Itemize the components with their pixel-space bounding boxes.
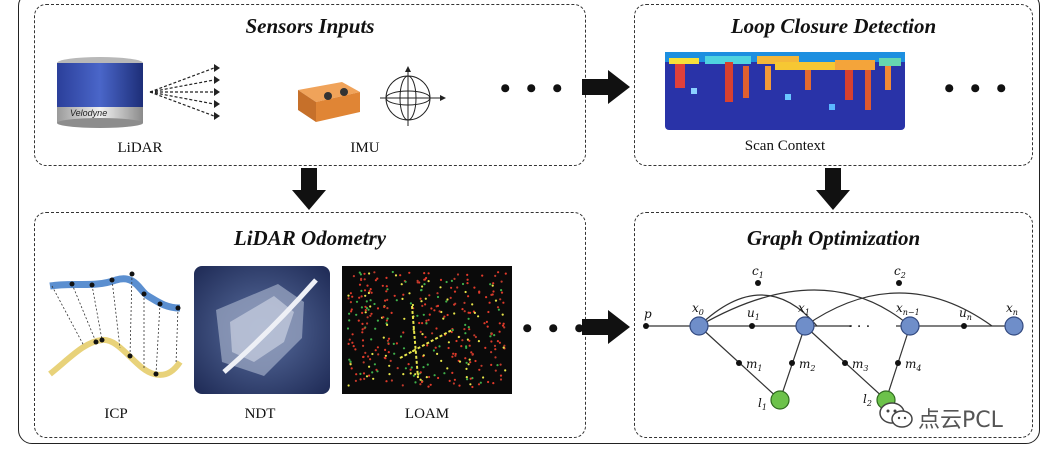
odometry-ellipsis: • • • — [522, 312, 589, 345]
factor-u1 — [749, 323, 755, 329]
arrow-down-left-icon — [292, 168, 326, 210]
label-m3: m3 — [852, 357, 868, 373]
label-un: un — [959, 306, 972, 322]
factor-m1 — [736, 360, 742, 366]
sensors-ellipsis: • • • — [500, 72, 567, 105]
odometry-title: LiDAR Odometry — [233, 226, 387, 250]
loop-ellipsis: • • • — [944, 72, 1011, 105]
factor-m4 — [895, 360, 901, 366]
lidar-sensor-icon — [57, 57, 143, 128]
label-x0: x0 — [692, 301, 704, 317]
arrow-down-right-icon — [816, 168, 850, 210]
label-xn-1: xn−1 — [896, 301, 920, 317]
label-c2: c2 — [894, 264, 906, 280]
imu-label: IMU — [350, 140, 380, 156]
factor-m2 — [789, 360, 795, 366]
factor-un — [961, 323, 967, 329]
chain-ellipsis: · · · — [848, 319, 870, 335]
label-xn: xn — [1006, 301, 1018, 317]
loop-closure-title: Loop Closure Detection — [730, 14, 937, 38]
wechat-logo-icon — [879, 402, 913, 428]
arrow-right-bottom-icon — [582, 310, 630, 344]
scan-context-image — [665, 52, 905, 130]
sensors-title: Sensors Inputs — [245, 14, 375, 38]
node-xn-1 — [900, 316, 920, 336]
gyroscope-icon — [380, 66, 446, 126]
label-m4: m4 — [905, 357, 921, 373]
graph-optimization-panel — [634, 212, 1033, 438]
scan-context-label: Scan Context — [744, 138, 826, 154]
ndt-illustration — [194, 266, 330, 394]
node-x1 — [795, 316, 815, 336]
loop-closure-panel — [634, 4, 1033, 166]
node-xn — [1004, 316, 1024, 336]
label-l1: l1 — [758, 396, 767, 412]
icp-illustration — [44, 258, 189, 398]
imu-device-icon — [298, 82, 360, 122]
lidar-beams-icon — [149, 64, 220, 120]
label-c1: c1 — [752, 264, 764, 280]
node-l1 — [770, 390, 790, 410]
factor-c2 — [896, 280, 902, 286]
watermark-text: 点云PCL — [918, 408, 1003, 433]
node-x0 — [689, 316, 709, 336]
label-u1: u1 — [747, 306, 760, 322]
factor-m3 — [842, 360, 848, 366]
loam-illustration — [342, 266, 512, 394]
label-p: p — [644, 307, 652, 321]
lidar-label: LiDAR — [117, 140, 163, 156]
label-m2: m2 — [799, 357, 815, 373]
lidar-brand-label: Velodyne — [70, 108, 108, 118]
outer-frame — [18, 0, 1040, 444]
factor-c1 — [755, 280, 761, 286]
label-l2: l2 — [863, 392, 872, 408]
factor-p — [643, 323, 649, 329]
arrow-right-top-icon — [582, 70, 630, 104]
label-m1: m1 — [746, 357, 762, 373]
label-x1: x1 — [798, 301, 810, 317]
factor-graph: p x0 x1 xn−1 xn u1 un c1 c2 m1 m2 m3 m4 … — [643, 264, 1024, 412]
icp-label: ICP — [104, 406, 128, 422]
loam-label: LOAM — [404, 406, 450, 422]
ndt-label: NDT — [244, 406, 276, 422]
graph-optimization-title: Graph Optimization — [746, 226, 921, 250]
